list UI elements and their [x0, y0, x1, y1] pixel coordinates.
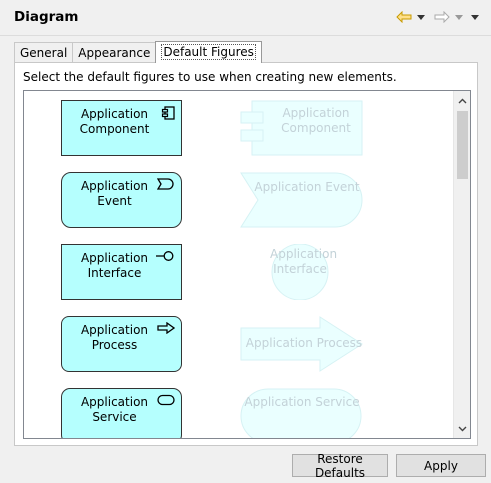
figure-label: Application Event	[80, 179, 149, 208]
view-menu-icon[interactable]	[471, 14, 479, 20]
vertical-scrollbar[interactable]	[453, 91, 470, 438]
tab-bar: General Appearance Default Figures	[14, 41, 262, 63]
figure-label: Application Process	[80, 323, 149, 352]
scroll-up-icon[interactable]	[454, 92, 470, 109]
figure-label: Application Service	[80, 395, 149, 424]
figure-application-process-alt[interactable]: Application Process	[240, 316, 365, 372]
instruction-label: Select the default figures to use when c…	[23, 70, 397, 84]
scrollbar-thumb[interactable]	[457, 111, 468, 179]
figure-application-interface-alt[interactable]: Application Interface	[240, 243, 365, 301]
figure-application-process-rect[interactable]: Application Process	[61, 316, 182, 372]
figure-label: Application Interface	[80, 251, 149, 280]
alt-figure-label: Application Interface	[270, 247, 338, 276]
figure-application-event-rect[interactable]: Application Event	[61, 172, 182, 228]
alt-figure-label: Application Component	[281, 106, 351, 135]
view-title: Diagram	[14, 9, 79, 25]
back-dropdown-icon[interactable]	[417, 14, 425, 20]
forward-dropdown-icon[interactable]	[455, 14, 463, 20]
tab-default-figures[interactable]: Default Figures	[155, 41, 262, 63]
figure-application-component-rect[interactable]: Application Component	[61, 100, 182, 156]
scroll-down-icon[interactable]	[454, 420, 470, 437]
back-arrow-icon[interactable]	[395, 8, 413, 26]
figure-application-service-rect[interactable]: Application Service	[61, 388, 182, 438]
component-icon	[161, 106, 175, 123]
event-icon	[156, 178, 175, 193]
service-icon	[157, 394, 175, 409]
interface-icon	[155, 250, 175, 265]
tab-appearance[interactable]: Appearance	[72, 42, 157, 62]
alt-figure-label: Application Process	[245, 336, 363, 350]
view-header: Diagram	[0, 0, 491, 36]
tab-general[interactable]: General	[14, 42, 74, 62]
restore-defaults-button[interactable]: Restore Defaults	[292, 452, 388, 480]
default-figures-panel: Select the default figures to use when c…	[14, 62, 478, 446]
navigation-toolbar	[395, 8, 483, 26]
process-arrow-icon	[157, 321, 176, 337]
figure-application-component-alt[interactable]: Application Component	[240, 100, 365, 156]
apply-button[interactable]: Apply	[396, 454, 486, 477]
figures-list[interactable]: Application Component Application Compon…	[23, 90, 471, 439]
figure-application-interface-rect[interactable]: Application Interface	[61, 244, 182, 300]
figure-label: Application Component	[79, 107, 150, 136]
alt-figure-label: Application Service	[244, 395, 360, 409]
figure-application-service-alt[interactable]: Application Service	[240, 388, 365, 438]
alt-figure-label: Application Event	[254, 180, 360, 194]
forward-arrow-icon[interactable]	[433, 8, 451, 26]
figure-application-event-alt[interactable]: Application Event	[240, 172, 365, 228]
